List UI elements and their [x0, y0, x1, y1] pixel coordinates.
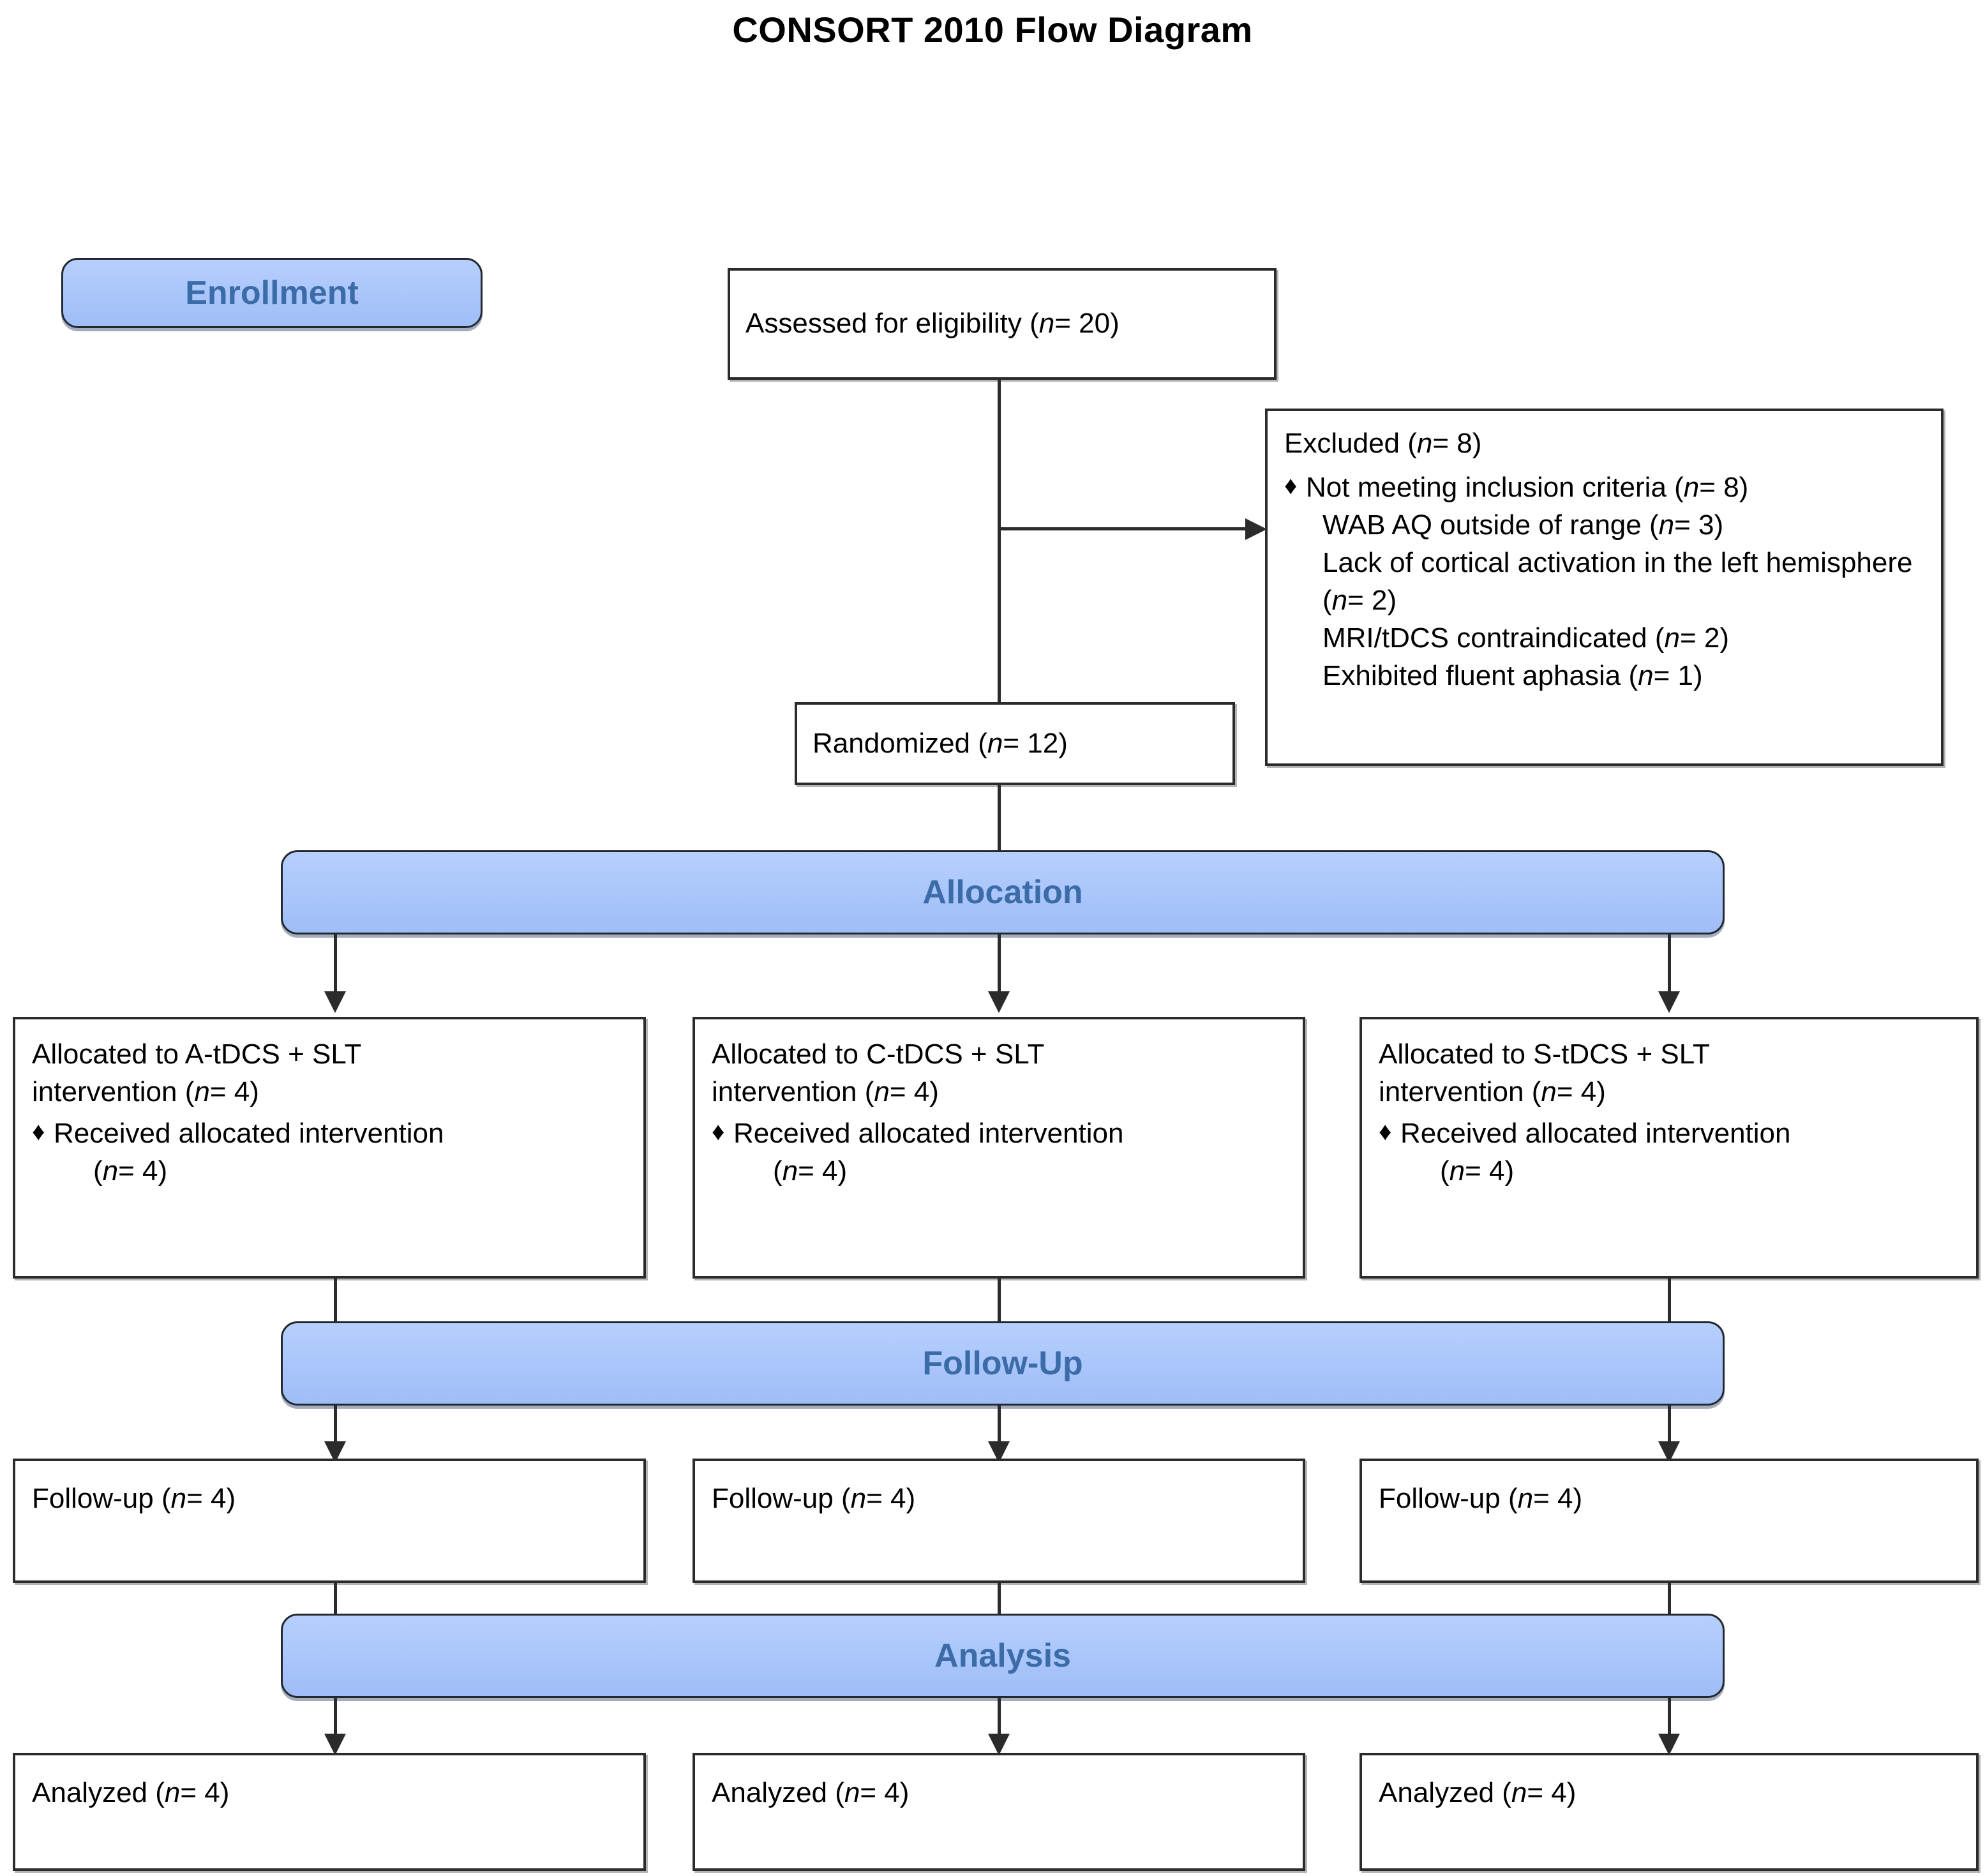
arrow-to-excluded-icon — [1245, 518, 1267, 540]
arrow-analysis-col1-icon — [324, 1734, 346, 1755]
allocation-bullet: ♦ Received allocated intervention — [712, 1115, 1286, 1153]
page-title: CONSORT 2010 Flow Diagram — [732, 10, 1253, 50]
connector-randomized-to-allocation — [998, 785, 1001, 852]
allocation-bullet: ♦ Received allocated intervention — [32, 1115, 627, 1153]
connector-followup2-to-analysis — [998, 1583, 1001, 1615]
arrow-allocation-col1-icon — [324, 991, 346, 1013]
analyzed-box-col1: Analyzed (n= 4) — [13, 1753, 646, 1871]
assessed-for-eligibility-text: Assessed for eligibility (n= 20) — [745, 308, 1120, 340]
connector-allocation-col2 — [998, 934, 1001, 995]
connector-alloc2-to-followup — [998, 1279, 1001, 1324]
allocation-line-1: Allocated to A-tDCS + SLT — [32, 1039, 362, 1070]
analyzed-text: Analyzed (n= 4) — [712, 1777, 910, 1808]
stage-banner-followup-label: Follow-Up — [922, 1345, 1083, 1382]
allocation-box-s-tdcs: Allocated to S-tDCS + SLT intervention (… — [1360, 1017, 1979, 1279]
diamond-bullet-icon: ♦ — [712, 1117, 725, 1146]
stage-banner-followup: Follow-Up — [281, 1321, 1725, 1406]
stage-banner-allocation: Allocation — [281, 850, 1725, 934]
allocation-box-a-tdcs: Allocated to A-tDCS + SLT intervention (… — [13, 1017, 646, 1279]
connector-followup-col2 — [998, 1406, 1001, 1445]
allocation-line-1: Allocated to C-tDCS + SLT — [712, 1039, 1045, 1070]
analyzed-box-col3: Analyzed (n= 4) — [1360, 1753, 1979, 1871]
excluded-item: MRI/tDCS contraindicated (n= 2) — [1284, 620, 1924, 657]
assessed-for-eligibility-box: Assessed for eligibility (n= 20) — [728, 268, 1277, 380]
stage-banner-enrollment-label: Enrollment — [185, 274, 359, 311]
connector-assessed-to-randomized — [998, 380, 1001, 704]
randomized-box: Randomized (n= 12) — [795, 702, 1235, 785]
connector-alloc1-to-followup — [334, 1279, 337, 1324]
analyzed-text: Analyzed (n= 4) — [32, 1777, 230, 1808]
diamond-bullet-icon: ♦ — [1379, 1117, 1392, 1146]
excluded-item-text: Exhibited fluent aphasia (n= 1) — [1322, 659, 1703, 691]
connector-analysis-col1 — [334, 1698, 337, 1737]
connector-assessed-to-excluded — [998, 527, 1247, 530]
connector-followup1-to-analysis — [334, 1583, 337, 1615]
excluded-item: Exhibited fluent aphasia (n= 1) — [1284, 657, 1924, 695]
followup-box-col1: Follow-up (n= 4) — [13, 1459, 646, 1583]
allocation-bullet-sub: (n= 4) — [1440, 1155, 1515, 1187]
followup-box-col2: Follow-up (n= 4) — [693, 1459, 1305, 1583]
stage-banner-analysis: Analysis — [281, 1614, 1725, 1698]
stage-banner-allocation-label: Allocation — [922, 874, 1083, 911]
arrow-analysis-col3-icon — [1658, 1734, 1680, 1755]
connector-followup-col1 — [334, 1406, 337, 1445]
connector-followup-col3 — [1668, 1406, 1671, 1445]
excluded-item-text: WAB AQ outside of range (n= 3) — [1322, 509, 1724, 541]
allocation-line-2: intervention (n= 4) — [1379, 1076, 1606, 1107]
allocation-bullet-text: Received allocated intervention — [54, 1117, 444, 1149]
allocation-bullet: ♦ Received allocated intervention — [1379, 1115, 1959, 1153]
randomized-text: Randomized (n= 12) — [813, 727, 1068, 759]
excluded-box: Excluded (n= 8) ♦ Not meeting inclusion … — [1265, 409, 1944, 766]
connector-alloc3-to-followup — [1668, 1279, 1671, 1324]
allocation-bullet-text: Received allocated intervention — [733, 1117, 1124, 1149]
followup-text: Follow-up (n= 4) — [712, 1483, 916, 1514]
connector-analysis-col2 — [998, 1698, 1001, 1737]
allocation-bullet-sub: (n= 4) — [773, 1155, 848, 1187]
excluded-item: WAB AQ outside of range (n= 3) — [1284, 507, 1924, 544]
diamond-bullet-icon: ♦ — [32, 1117, 45, 1146]
allocation-bullet-text: Received allocated intervention — [1400, 1117, 1791, 1149]
excluded-item-text: Lack of cortical activation in the left … — [1322, 546, 1913, 616]
allocation-line-2: intervention (n= 4) — [712, 1076, 939, 1107]
followup-box-col3: Follow-up (n= 4) — [1360, 1459, 1979, 1583]
connector-allocation-col3 — [1668, 934, 1671, 995]
excluded-heading: Excluded (n= 8) — [1284, 428, 1482, 459]
diamond-bullet-icon: ♦ — [1284, 471, 1298, 500]
allocation-box-c-tdcs: Allocated to C-tDCS + SLT intervention (… — [693, 1017, 1305, 1279]
arrow-allocation-col2-icon — [988, 991, 1010, 1013]
arrow-analysis-col2-icon — [988, 1734, 1010, 1755]
connector-followup3-to-analysis — [1668, 1583, 1671, 1615]
followup-text: Follow-up (n= 4) — [1379, 1483, 1583, 1514]
excluded-item-text: Not meeting inclusion criteria (n= 8) — [1306, 471, 1749, 503]
analyzed-box-col2: Analyzed (n= 4) — [693, 1753, 1305, 1871]
excluded-item: ♦ Not meeting inclusion criteria (n= 8) — [1284, 469, 1924, 507]
stage-banner-enrollment: Enrollment — [61, 258, 483, 328]
excluded-item-text: MRI/tDCS contraindicated (n= 2) — [1322, 622, 1730, 654]
allocation-line-2: intervention (n= 4) — [32, 1076, 259, 1107]
stage-banner-analysis-label: Analysis — [934, 1637, 1071, 1674]
connector-allocation-col1 — [334, 934, 337, 995]
allocation-bullet-sub: (n= 4) — [93, 1155, 168, 1187]
arrow-allocation-col3-icon — [1658, 991, 1680, 1013]
allocation-line-1: Allocated to S-tDCS + SLT — [1379, 1039, 1710, 1070]
analyzed-text: Analyzed (n= 4) — [1379, 1777, 1577, 1808]
connector-analysis-col3 — [1668, 1698, 1671, 1737]
excluded-item: Lack of cortical activation in the left … — [1284, 544, 1924, 620]
followup-text: Follow-up (n= 4) — [32, 1483, 236, 1514]
